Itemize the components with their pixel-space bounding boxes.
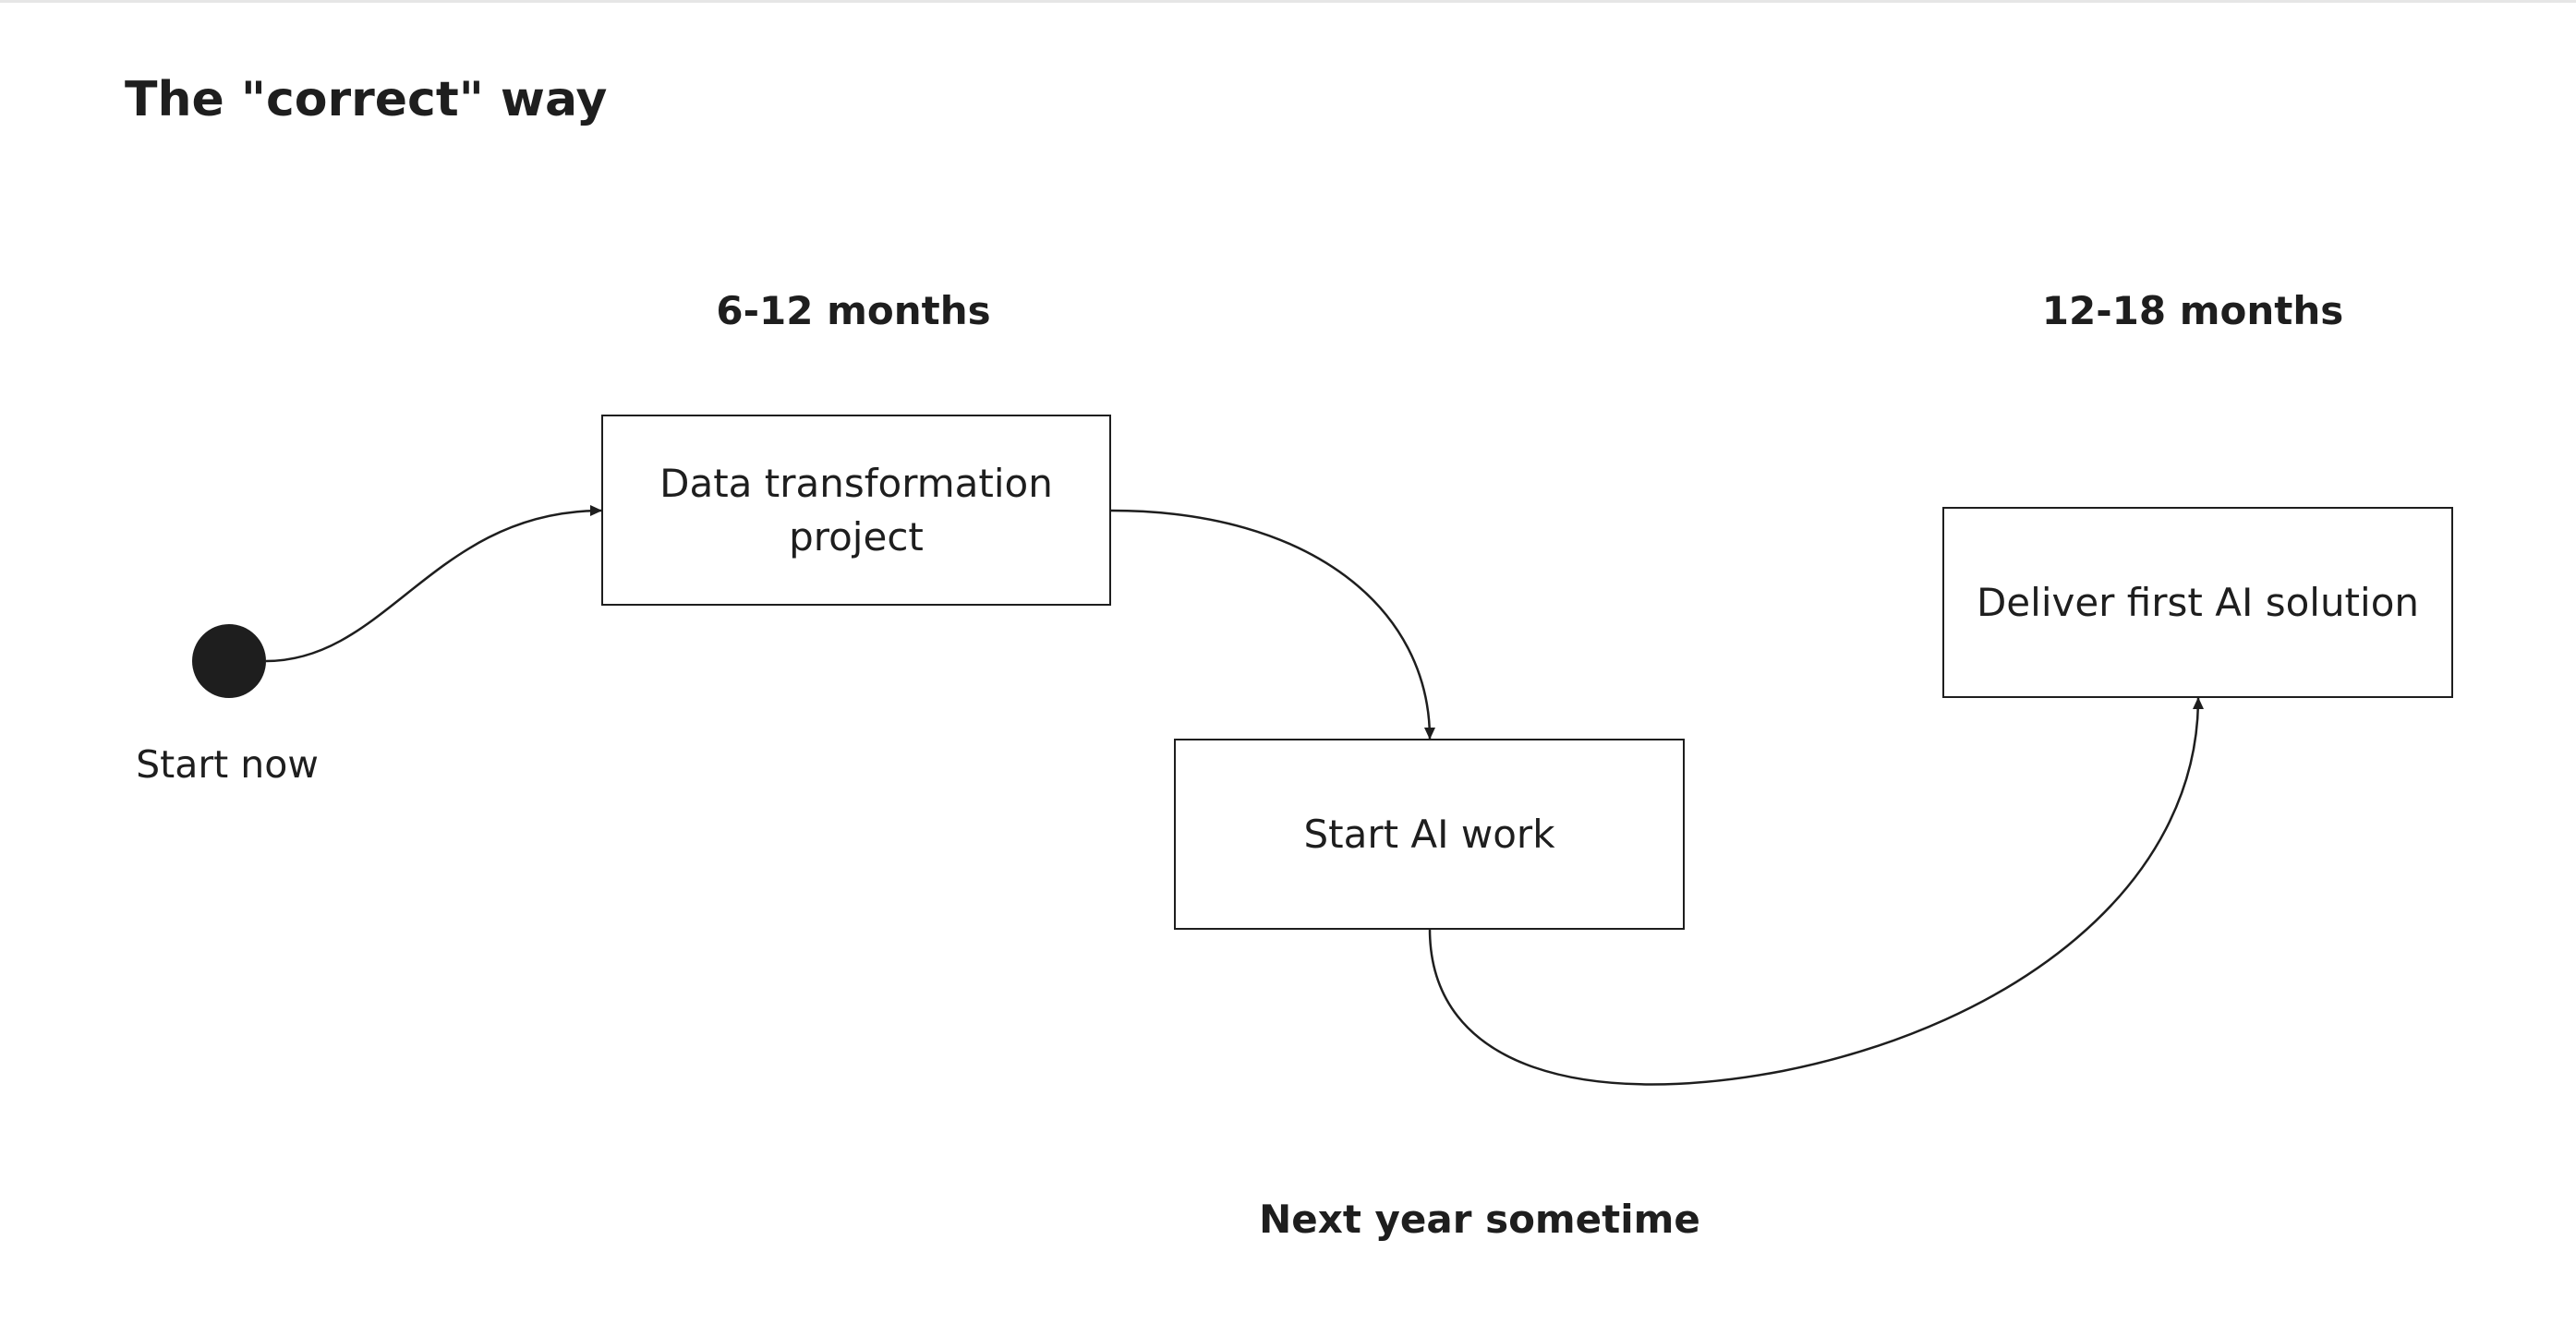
step-start-ai-work: Start AI work (1174, 739, 1685, 930)
connector-start-ai-to-deliver (1428, 697, 2204, 1086)
page-title: The "correct" way (125, 72, 608, 127)
step-data-transformation: Data transformation project (601, 415, 1111, 606)
step-data-transformation-label: Data transformation project (659, 460, 1053, 560)
connector-start-to-data-transformation (265, 505, 602, 663)
step-start-ai-work-label: Start AI work (1303, 811, 1555, 857)
phase-label-next-year: Next year sometime (1259, 1197, 1700, 1242)
phase-label-12-18-months: 12-18 months (2041, 288, 2344, 333)
start-node (192, 624, 266, 698)
step-deliver-ai-solution-label: Deliver first AI solution (1976, 579, 2420, 625)
start-label: Start now (136, 742, 319, 787)
phase-label-6-12-months: 6-12 months (716, 288, 991, 333)
top-border (0, 0, 2576, 3)
connector-data-transformation-to-start-ai (1110, 509, 1435, 740)
step-deliver-ai-solution: Deliver first AI solution (1942, 507, 2453, 698)
